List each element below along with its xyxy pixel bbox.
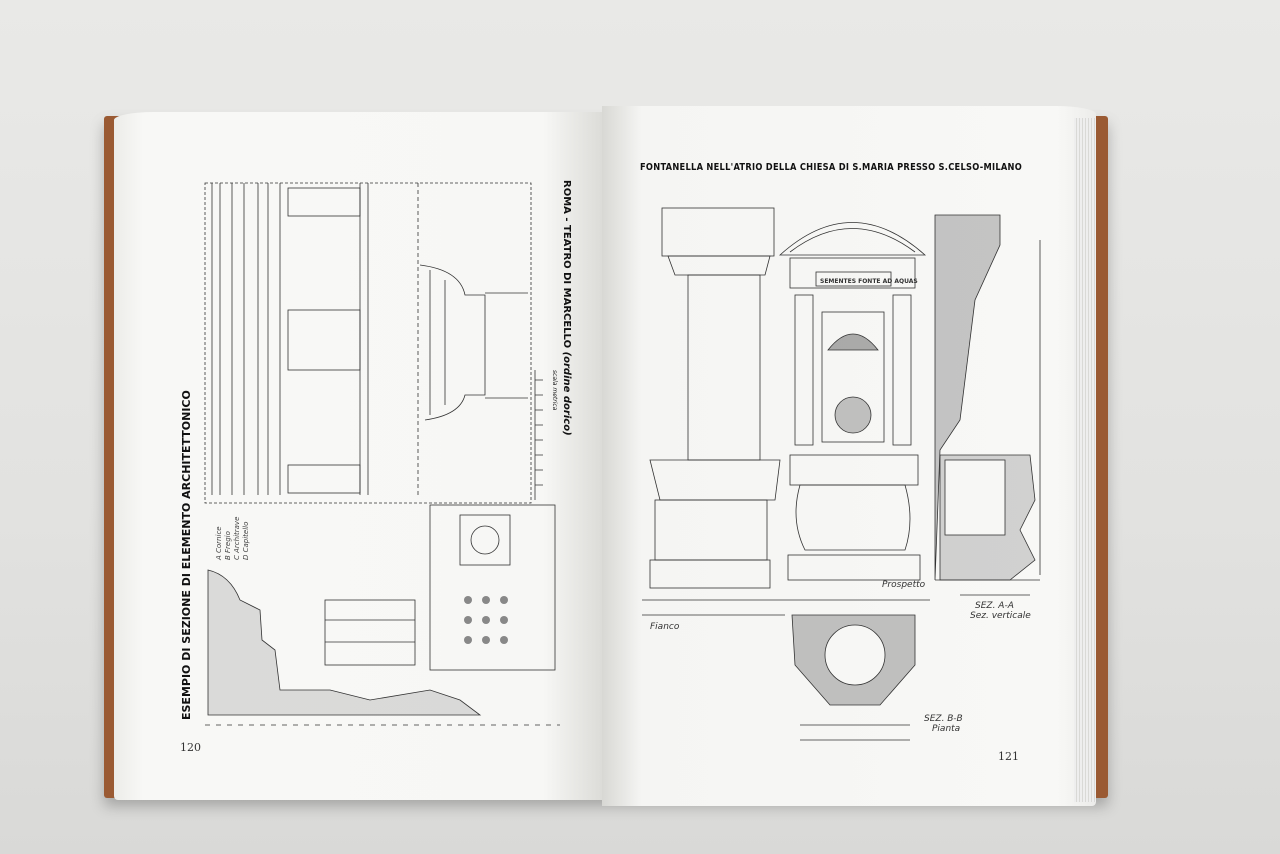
legend-item: C Architrave (233, 516, 241, 560)
profile-section-drawing (205, 504, 560, 726)
label-sez-aa-note: Sez. verticale (970, 611, 1031, 621)
legend-item: A Cornice (215, 526, 223, 560)
inscription: SEMENTES FONTE AD AQUAS (820, 278, 918, 285)
label-sez-bb-note: Pianta (932, 724, 961, 734)
page-number-left: 120 (180, 741, 201, 754)
legend-item: B Fregio (224, 531, 232, 560)
left-subject: ROMA - TEATRO DI MARCELLO (ordine dorico… (561, 180, 572, 436)
page-number-right: 121 (998, 750, 1019, 763)
page-edges (1074, 118, 1096, 802)
vertical-section-drawing (934, 214, 1041, 596)
label-sez-bb: SEZ. B-B (924, 714, 963, 724)
subject-note: (ordine dorico) (561, 351, 572, 436)
doric-entablature-drawing (204, 182, 543, 504)
fountain-side-drawing (642, 207, 785, 616)
subject-title: ROMA - TEATRO DI MARCELLO (561, 180, 572, 349)
scale-label: scala metrica (551, 370, 558, 411)
left-page (114, 112, 602, 800)
fountain-front-drawing (778, 222, 930, 601)
label-fianco: Fianco (650, 622, 680, 632)
legend-item: D Capitello (242, 521, 250, 560)
legend: A Cornice B Fregio C Architrave D Capite… (215, 517, 251, 560)
plan-section-drawing (791, 614, 916, 741)
label-prospetto: Prospetto (882, 580, 926, 590)
right-heading: FONTANELLA NELL'ATRIO DELLA CHIESA DI S.… (640, 162, 1023, 173)
label-sez-aa: SEZ. A-A (975, 601, 1014, 611)
left-heading: ESEMPIO DI SEZIONE DI ELEMENTO ARCHITETT… (180, 390, 193, 720)
